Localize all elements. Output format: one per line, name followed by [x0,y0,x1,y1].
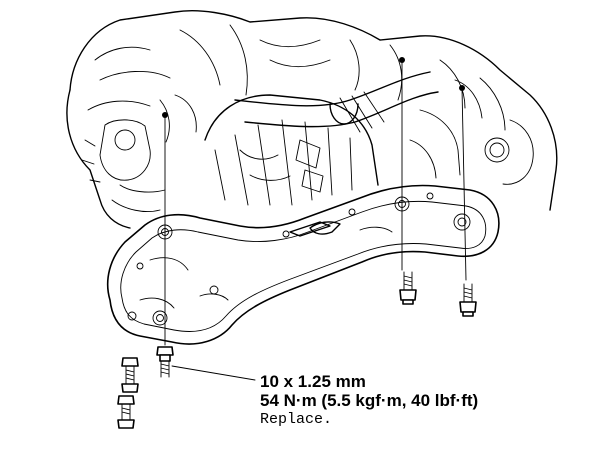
bolt-rear-right [459,283,477,317]
bolt-rear-center [399,271,417,305]
bolt-loose-lower [117,395,135,429]
bolt-front-left [156,346,174,378]
bolt-loose-upper [121,357,139,393]
engine-block-outline [66,10,558,229]
crossmember [106,184,500,345]
bolt-centerlines [162,57,467,346]
torque-spec-label: 54 N·m (5.5 kgf·m, 40 lbf·ft) [260,391,479,410]
bolt-size-label: 10 x 1.25 mm [260,372,366,391]
replace-note: Replace. [260,411,333,428]
leader-line [171,365,256,381]
